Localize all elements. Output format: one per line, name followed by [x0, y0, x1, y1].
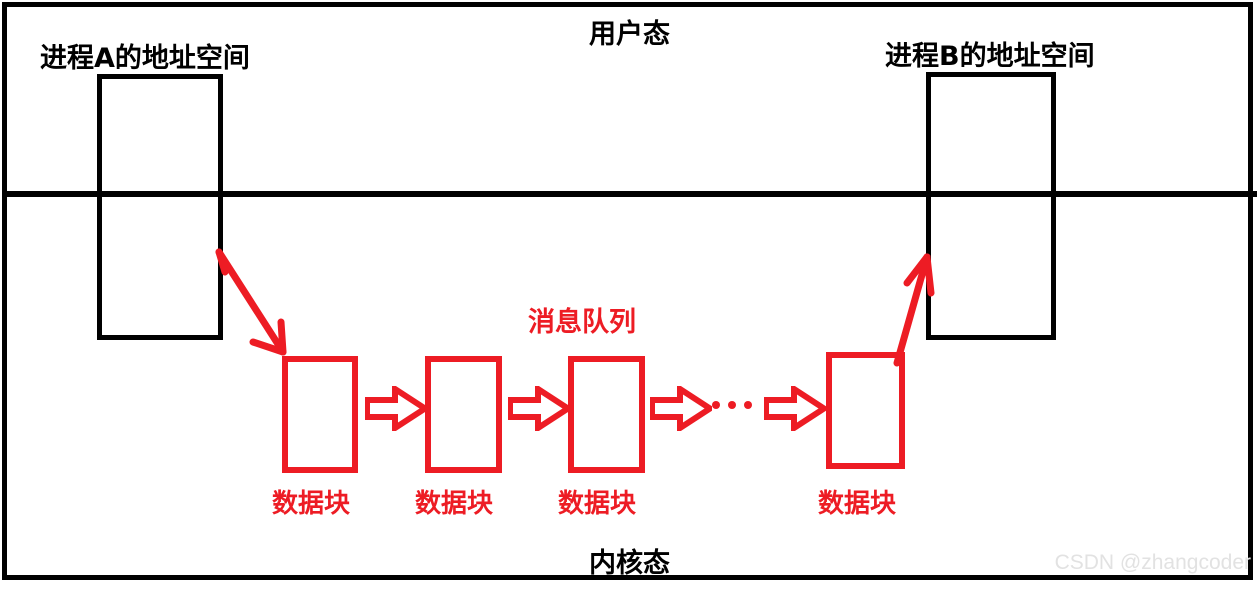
- process-a-label: 进程A的地址空间: [40, 43, 250, 74]
- data-block-label-3: 数据块: [558, 489, 637, 519]
- kernel-mode-title: 内核态: [589, 548, 670, 579]
- data-block-label-4: 数据块: [818, 489, 897, 519]
- process-b-label: 进程B的地址空间: [885, 41, 1095, 72]
- next-block-arrow-icon-2: [508, 386, 570, 431]
- next-block-arrow-icon-3: [650, 386, 712, 431]
- data-block-4: [826, 352, 905, 469]
- user-mode-title: 用户态: [589, 19, 670, 50]
- data-block-1: [282, 356, 358, 473]
- process-a-address-space-box: [97, 74, 223, 340]
- next-block-arrow-icon-4: [764, 386, 826, 431]
- ellipsis-dots: [712, 395, 752, 415]
- user-kernel-divider: [2, 191, 1257, 197]
- next-block-arrow-icon-1: [365, 386, 427, 431]
- data-block-2: [425, 356, 502, 473]
- data-block-label-2: 数据块: [415, 489, 494, 519]
- process-b-address-space-box: [926, 72, 1056, 340]
- data-block-label-1: 数据块: [272, 489, 351, 519]
- message-queue-title: 消息队列: [528, 307, 636, 338]
- outer-frame: [2, 2, 1253, 580]
- data-block-3: [568, 356, 645, 473]
- watermark-text: CSDN @zhangcoder: [1054, 551, 1251, 574]
